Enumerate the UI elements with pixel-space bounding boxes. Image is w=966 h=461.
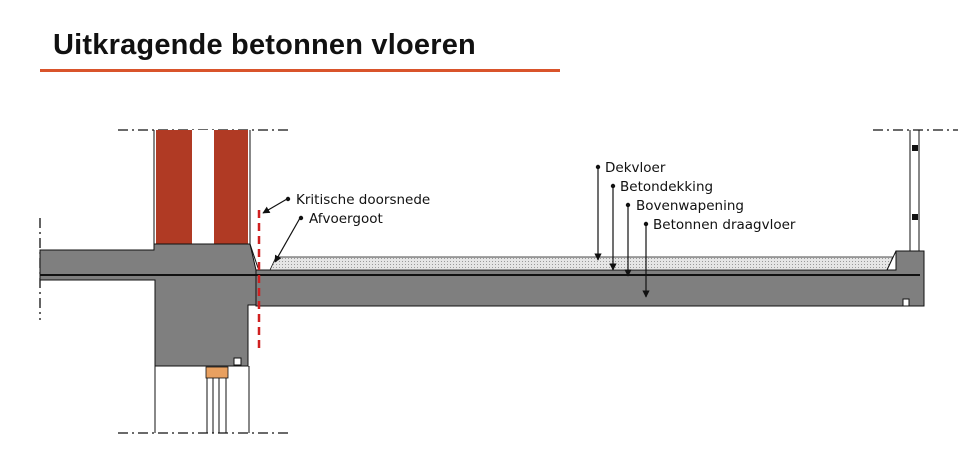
screed-layer	[269, 256, 894, 271]
drain-hole-slab	[902, 298, 910, 307]
upper-wall-outline	[153, 130, 251, 244]
cantilever-slab	[255, 250, 925, 307]
upstand-right-chamfer	[886, 250, 897, 271]
gutter-left-chamfer	[249, 243, 259, 269]
railing	[909, 130, 920, 251]
label-dekvloer: Dekvloer	[605, 160, 666, 176]
leader-lines	[262, 167, 650, 298]
label-afvoergoot: Afvoergoot	[309, 211, 383, 227]
drain-hole-beam	[233, 357, 242, 366]
brick-leaf-outer	[156, 130, 192, 244]
label-betonnen-draagvloer: Betonnen draagvloer	[653, 217, 796, 233]
label-bovenwapening: Bovenwapening	[636, 198, 744, 214]
leader-dots	[285, 164, 649, 227]
page-title: Uitkragende betonnen vloeren	[53, 29, 476, 61]
brick-leaf-inner	[214, 130, 248, 244]
concrete-floor-and-beam	[39, 243, 257, 367]
railing-clip-lower	[912, 214, 918, 220]
title-underline	[40, 69, 560, 72]
bearing-pad	[205, 366, 229, 379]
lower-wall-outline	[154, 366, 250, 433]
label-kritische-doorsnede: Kritische doorsnede	[296, 192, 430, 208]
label-betondekking: Betondekking	[620, 179, 713, 195]
cavity-upper	[192, 130, 214, 244]
railing-clip-upper	[912, 145, 918, 151]
